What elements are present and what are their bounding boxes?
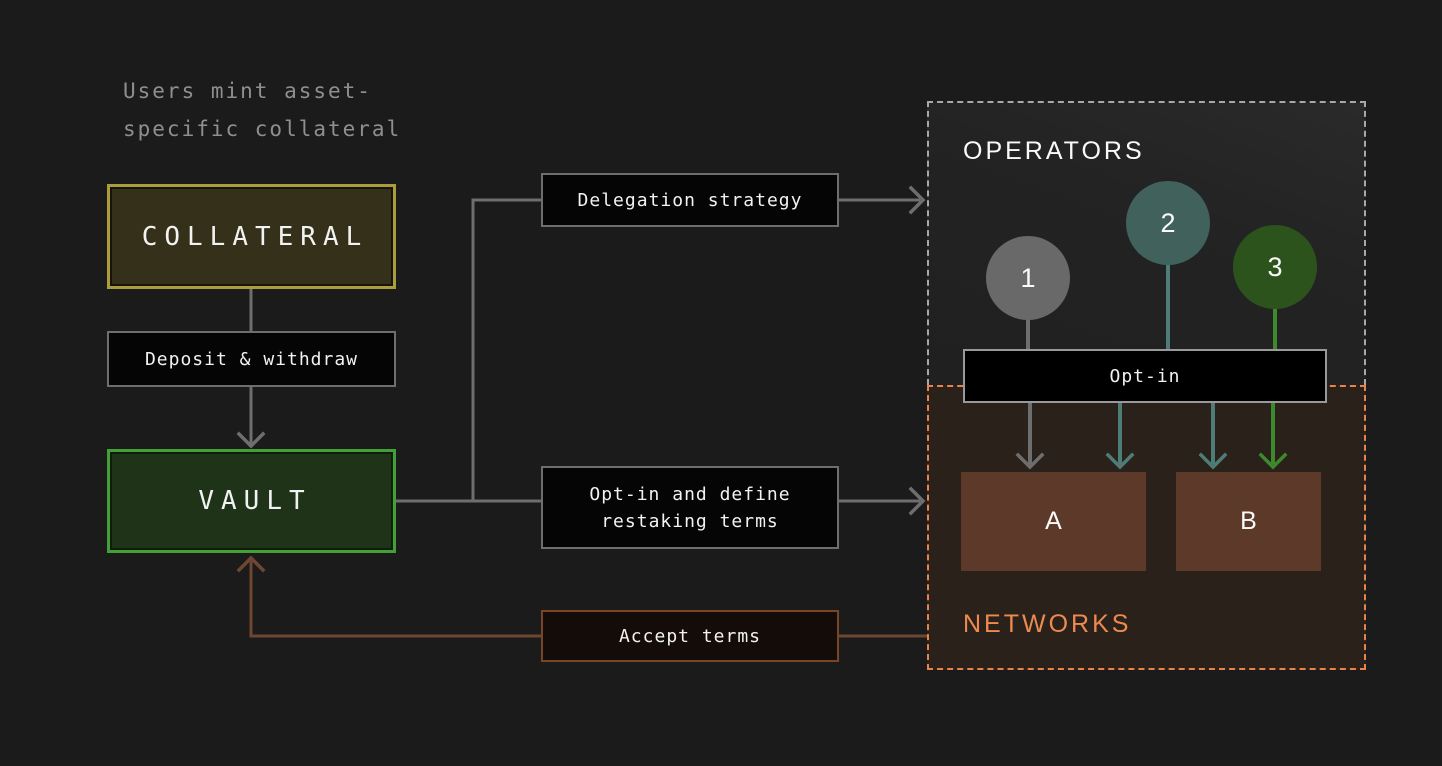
connector-vault-branch — [396, 198, 541, 503]
accept-terms-label: Accept terms — [618, 625, 762, 647]
operator-1-label: 1 — [1020, 262, 1036, 293]
deposit-withdraw-box: Deposit & withdraw — [107, 331, 396, 387]
connector-accept-vault — [249, 561, 541, 638]
network-a-label: A — [1045, 507, 1062, 535]
optin-define-line-2: restaking terms — [601, 510, 779, 532]
operator-circle-1: 1 — [986, 236, 1070, 320]
arrowhead-up-vault — [236, 555, 266, 573]
operator-2-label: 2 — [1160, 207, 1176, 238]
delegation-strategy-label: Delegation strategy — [577, 189, 803, 211]
caption-line-1: Users mint asset- — [123, 79, 372, 103]
collateral-box: COLLATERAL — [107, 184, 396, 289]
optin-define-line-1: Opt-in and define — [589, 483, 791, 505]
arrowhead-right-operators — [908, 185, 926, 215]
operator-circle-2: 2 — [1126, 181, 1210, 265]
accept-terms-box: Accept terms — [541, 610, 839, 662]
caption-line-2: specific collateral — [123, 117, 402, 141]
network-box-b: B — [1176, 472, 1321, 571]
deposit-withdraw-label: Deposit & withdraw — [144, 348, 359, 370]
caption: Users mint asset- specific collateral — [123, 72, 401, 148]
vault-box: VAULT — [107, 449, 396, 553]
networks-title: NETWORKS — [963, 610, 1132, 638]
arrowhead-down-vault — [236, 431, 266, 449]
delegation-strategy-box: Delegation strategy — [541, 173, 839, 227]
optin-label: Opt-in — [1109, 365, 1181, 387]
optin-define-box: Opt-in and define restaking terms — [541, 466, 839, 549]
network-box-a: A — [961, 472, 1146, 571]
arrowhead-right-networks — [908, 486, 926, 516]
operator-circle-3: 3 — [1233, 225, 1317, 309]
vault-label: VAULT — [198, 486, 312, 516]
operators-title: OPERATORS — [963, 137, 1145, 165]
collateral-label: COLLATERAL — [141, 221, 369, 252]
optin-box: Opt-in — [963, 349, 1327, 403]
network-b-label: B — [1240, 507, 1257, 535]
operator-3-label: 3 — [1267, 251, 1283, 282]
